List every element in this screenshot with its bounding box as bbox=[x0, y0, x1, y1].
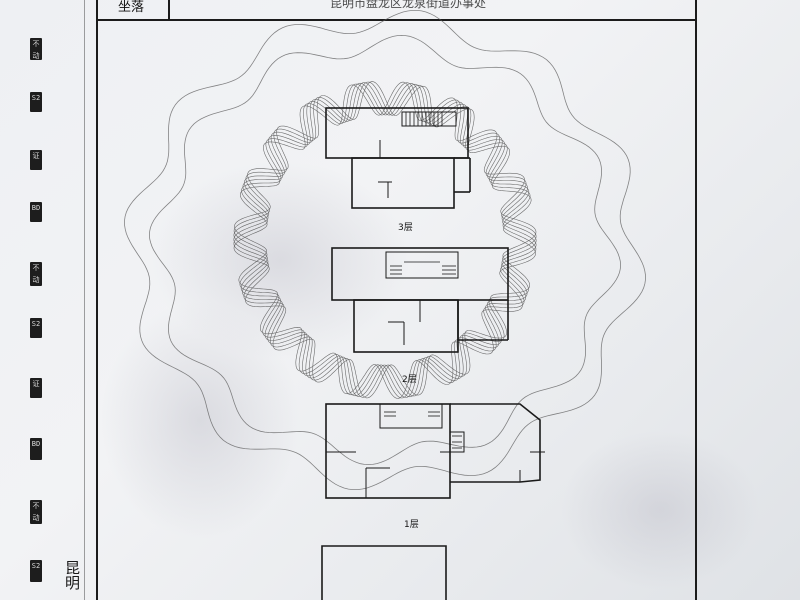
floor1-label: 1层 bbox=[404, 519, 419, 530]
guilloche-rosette bbox=[233, 81, 537, 399]
guilloche-line bbox=[233, 82, 537, 398]
margin-mark: S2 bbox=[30, 92, 42, 112]
margin-mark: 不动 bbox=[30, 262, 42, 286]
water-stain bbox=[100, 300, 300, 540]
margin-mark: S2 bbox=[30, 560, 42, 582]
guilloche-line bbox=[233, 82, 537, 398]
margin-mark: S2 bbox=[30, 318, 42, 338]
floor2-plan bbox=[331, 247, 509, 353]
guilloche-outer bbox=[124, 10, 646, 490]
header-divider bbox=[168, 0, 170, 20]
floor3-plan bbox=[325, 107, 471, 209]
floor3-label: 3层 bbox=[398, 222, 413, 233]
lower-plan bbox=[321, 545, 447, 600]
header-title: 昆明市盘龙区龙泉街道办事处 bbox=[330, 0, 487, 10]
outer-left-line bbox=[84, 0, 85, 600]
floor1-plan bbox=[325, 403, 545, 499]
water-stain bbox=[150, 160, 410, 360]
margin-mark: BD bbox=[30, 438, 42, 460]
frame-right-line bbox=[695, 0, 697, 600]
water-stain bbox=[560, 430, 760, 590]
guilloche-line bbox=[233, 81, 537, 399]
guilloche-line bbox=[233, 81, 537, 399]
header-cell-left: 坐落 bbox=[118, 0, 145, 15]
margin-mark: BD bbox=[30, 202, 42, 222]
frame-left-line bbox=[96, 0, 98, 600]
guilloche-line bbox=[233, 82, 537, 398]
margin-mark: 证 bbox=[30, 378, 42, 398]
margin-mark: 证 bbox=[30, 150, 42, 170]
margin-mark: 不动 bbox=[30, 500, 42, 524]
side-text: 昆明 bbox=[63, 560, 81, 590]
floor2-label: 2层 bbox=[402, 374, 417, 385]
margin-mark: 不动 bbox=[30, 38, 42, 60]
guilloche-line bbox=[234, 81, 536, 399]
header-bottom-line bbox=[96, 19, 696, 21]
